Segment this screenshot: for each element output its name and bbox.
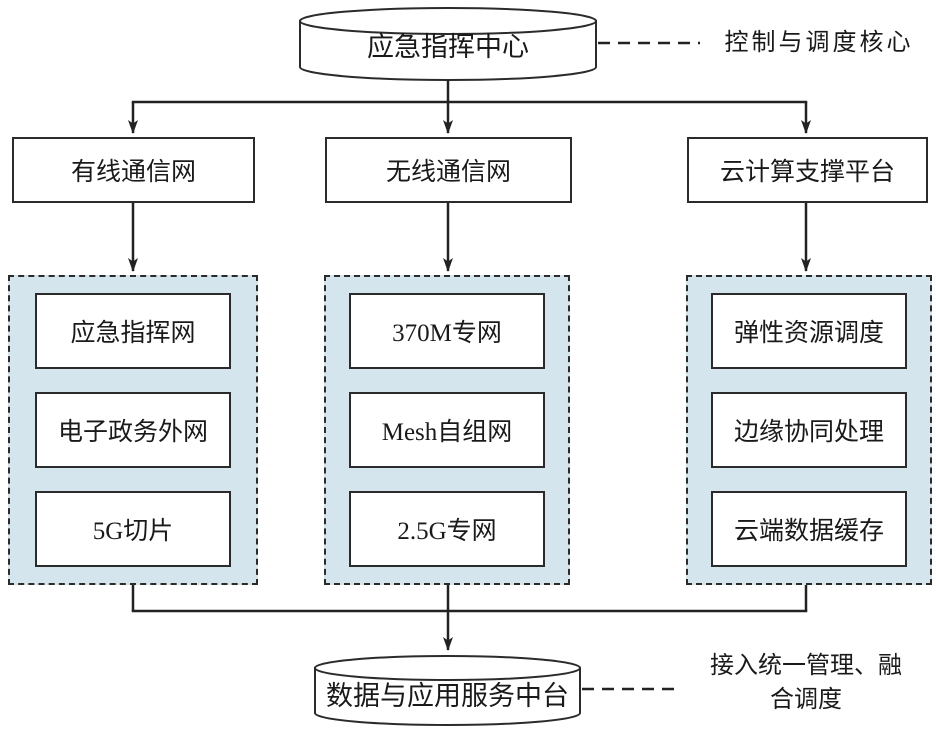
child-box-edge-collaborative-processing: 边缘协同处理 (711, 392, 907, 468)
branch-box-wireless: 无线通信网 (325, 137, 572, 203)
top-annotation-text: 控制与调度核心 (724, 30, 914, 56)
child-box-egov-extranet: 电子政务外网 (35, 392, 231, 468)
child-box-370m-private-net: 370M专网 (349, 293, 545, 369)
bottom-cylinder-shape (314, 655, 581, 726)
child-box-emergency-command-net: 应急指挥网 (35, 293, 231, 369)
top-tree-connectors (128, 80, 811, 134)
child-box-5g-slice: 5G切片 (35, 491, 231, 567)
child-box-elastic-resource-scheduling: 弹性资源调度 (711, 293, 907, 369)
child-box-mesh-adhoc-net: Mesh自组网 (349, 392, 545, 468)
top-node-label: 应急指挥中心 (367, 31, 529, 62)
bottom-annotation-text: 接入统一管理、融合调度 (710, 653, 902, 713)
branch-box-wired: 有线通信网 (12, 137, 255, 203)
child-box-2-5g-private-net: 2.5G专网 (349, 491, 545, 567)
group-wireless: 370M专网 Mesh自组网 2.5G专网 (324, 275, 570, 585)
group-wired: 应急指挥网 电子政务外网 5G切片 (8, 275, 258, 585)
group-cloud: 弹性资源调度 边缘协同处理 云端数据缓存 (686, 275, 932, 585)
bottom-merge-connectors (131, 585, 808, 651)
annotation-leaders (582, 41, 700, 691)
bottom-node-label: 数据与应用服务中台 (326, 680, 569, 711)
branch-box-cloud: 云计算支撑平台 (687, 137, 928, 203)
top-cylinder-shape (299, 7, 597, 81)
branch-arrows (128, 203, 811, 272)
child-box-cloud-data-cache: 云端数据缓存 (711, 491, 907, 567)
